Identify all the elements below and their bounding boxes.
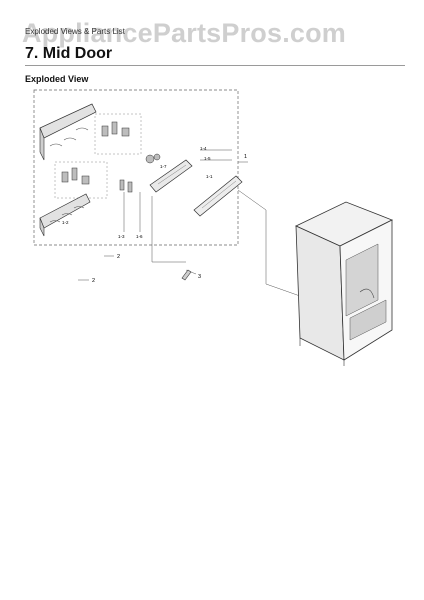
callout-2b: 2 bbox=[92, 278, 95, 284]
callout-1-3: 1-3 bbox=[118, 234, 125, 239]
page-title: 7. Mid Door bbox=[25, 45, 113, 62]
watermark: AppliancePartsPros.com bbox=[22, 18, 347, 48]
callout-1-7: 1-7 bbox=[160, 164, 167, 169]
leader-lines bbox=[123, 149, 301, 297]
mid-door-strip-1 bbox=[149, 159, 193, 193]
callout-3: 3 bbox=[198, 274, 201, 280]
upper-bracket-part bbox=[39, 103, 97, 161]
lower-bracket-part bbox=[39, 193, 91, 237]
section-subtitle: Exploded View bbox=[25, 74, 89, 84]
title-rule bbox=[25, 65, 405, 66]
callout-2: 2 bbox=[117, 254, 120, 260]
hinge-subassembly-upper bbox=[94, 113, 142, 155]
mid-door-strip-2 bbox=[193, 175, 243, 217]
hinge-hardware bbox=[61, 121, 161, 193]
callout-1-1: 1-1 bbox=[206, 174, 213, 179]
callout-1: 1 bbox=[244, 154, 247, 160]
section-tag: Exploded Views & Parts List bbox=[25, 27, 125, 36]
callout-1-6: 1-6 bbox=[136, 234, 143, 239]
refrigerator-cabinet bbox=[295, 201, 393, 366]
callout-1-5: 1-5 bbox=[204, 156, 211, 161]
callout-1-2: 1-2 bbox=[62, 220, 69, 225]
assembly-boundary bbox=[33, 89, 239, 246]
part-3-clip bbox=[181, 269, 192, 281]
callout-1-4: 1-4 bbox=[200, 146, 207, 151]
